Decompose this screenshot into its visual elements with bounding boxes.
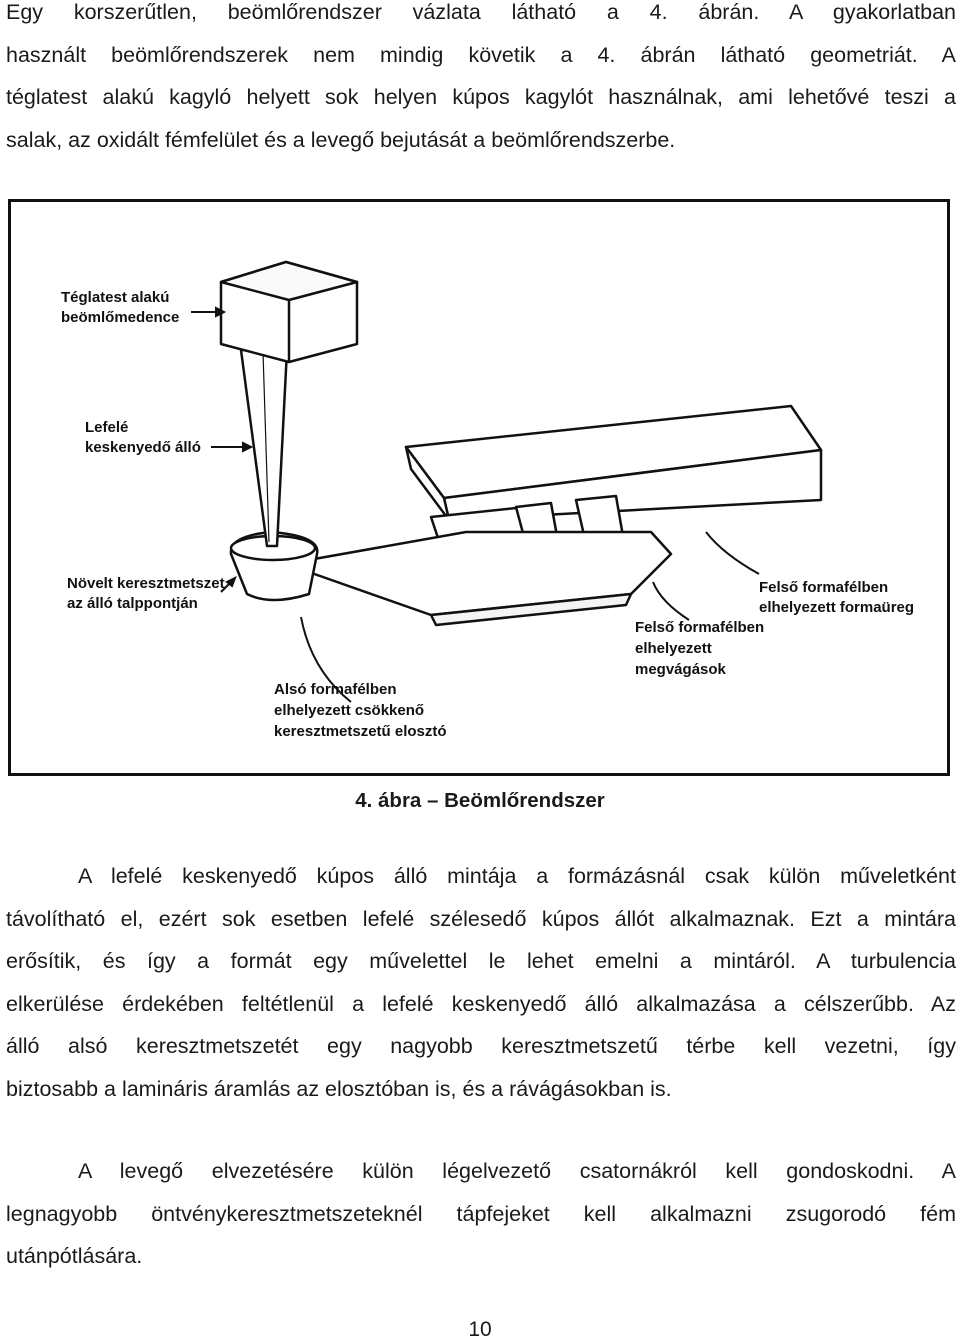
lower-runner-label: keresztmetszetű elosztó xyxy=(274,723,447,740)
gating-system-figure: Téglatest alakú beömlőmedence Lefelé kes… xyxy=(8,199,950,776)
gating-system-drawing: Téglatest alakú beömlőmedence Lefelé kes… xyxy=(61,260,914,740)
upper-gates-label: elhelyezett xyxy=(635,640,712,657)
sprue-base-label: Növelt keresztmetszet xyxy=(67,575,225,592)
text-line: erősítik, és így a formát egy művelettel… xyxy=(6,949,956,973)
svg-text:Növelt keresztmetszet az: Növelt keresztmetszet az álló talppontjá… xyxy=(67,575,229,612)
text-line: legnagyobb öntvénykeresztmetszeteknél tá… xyxy=(6,1201,956,1226)
text-line: Egy korszerűtlen, beömlőrendszer vázlata… xyxy=(6,0,956,24)
text-line: A levegő elvezetésére külön légelvezető … xyxy=(78,1159,956,1183)
lower-runner-label: elhelyezett csökkenő xyxy=(274,702,424,719)
sprue-base-label: az álló talppontján xyxy=(67,595,198,612)
intro-paragraph: Egy korszerűtlen, beömlőrendszer vázlata… xyxy=(6,0,956,161)
sprue-label: Lefelé xyxy=(85,419,128,436)
text-line: elkerülése érdekében feltétlenül a lefel… xyxy=(6,991,956,1016)
figure-caption: 4. ábra – Beömlőrendszer xyxy=(355,789,605,812)
upper-gates-label: megvágások xyxy=(635,661,727,678)
text-line: álló alsó keresztmetszetét egy nagyobb k… xyxy=(6,1034,956,1058)
basin-label: beömlőmedence xyxy=(61,309,179,326)
upper-cavity-label: Felső formafélben xyxy=(759,579,888,596)
upper-gates-label: Felső formafélben xyxy=(635,619,764,636)
svg-text:Alsó formafélben elhelye: Alsó formafélben elhelyezett csökkenő ke… xyxy=(274,681,447,740)
text-line: használt beömlőrendszerek nem mindig köv… xyxy=(6,42,956,67)
lower-runner-label: Alsó formafélben xyxy=(274,681,397,698)
text-line: biztosabb a lamináris áramlás az elosztó… xyxy=(6,1076,672,1101)
body-paragraph: A lefelé keskenyedő kúpos álló mintája a… xyxy=(6,855,956,1110)
svg-text:Felső formafélben elhely: Felső formafélben elhelyezett formaüreg xyxy=(759,579,914,616)
body-paragraph: A levegő elvezetésére külön légelvezető … xyxy=(6,1150,956,1278)
upper-cavity-label: elhelyezett formaüreg xyxy=(759,599,914,616)
page-number: 10 xyxy=(468,1318,492,1341)
text-line: távolítható el, ezért sok esetben lefelé… xyxy=(6,906,956,931)
text-line: A lefelé keskenyedő kúpos álló mintája a… xyxy=(78,864,956,888)
svg-text:Lefelé keskenyedő álló: Lefelé keskenyedő álló xyxy=(85,419,201,456)
basin-label: Téglatest alakú xyxy=(61,289,169,306)
sprue-label: keskenyedő álló xyxy=(85,439,201,456)
text-line: utánpótlására. xyxy=(6,1244,143,1268)
text-line: téglatest alakú kagyló helyett sok helye… xyxy=(6,85,956,109)
text-line: salak, az oxidált fémfelület és a levegő… xyxy=(6,127,676,152)
svg-text:Téglatest alakú beömlőme: Téglatest alakú beömlőmedence xyxy=(61,289,179,326)
svg-text:Felső formafélben elhely: Felső formafélben elhelyezett megvágások xyxy=(635,619,768,678)
